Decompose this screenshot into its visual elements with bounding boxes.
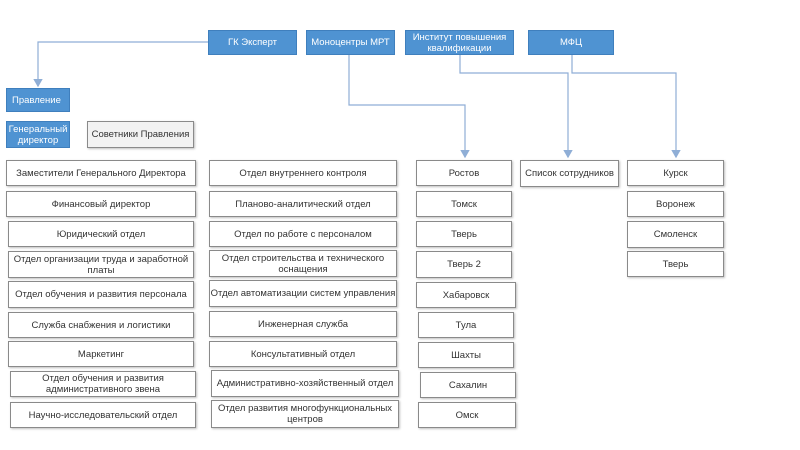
connector-mfc-to-kursk (571, 55, 681, 159)
city-mrt: Сахалин (420, 372, 516, 398)
node-general-director: Генеральный директор (6, 121, 70, 148)
city-mrt: Шахты (418, 342, 514, 368)
city-mrt: Хабаровск (416, 282, 516, 308)
col2-item: Отдел внутреннего контроля (209, 160, 397, 186)
node-institute: Институт повышения квалификации (405, 30, 514, 55)
node-monocenters-mrt: Моноцентры МРТ (306, 30, 395, 55)
city-mfc: Курск (627, 160, 724, 186)
col2-item: Отдел строительства и технического оснащ… (209, 250, 397, 277)
col2-item: Отдел автоматизации систем управления (209, 280, 397, 307)
node-gk-expert: ГК Эксперт (208, 30, 297, 55)
connector-institute-to-staff (459, 55, 573, 159)
col2-item: Отдел по работе с персоналом (209, 221, 397, 247)
city-mrt: Омск (418, 402, 516, 428)
col1-item: Отдел обучения и развития административн… (10, 371, 196, 397)
col2-item: Административно-хозяйственный отдел (211, 370, 399, 397)
col1-item: Отдел обучения и развития персонала (8, 281, 194, 308)
col1-item: Служба снабжения и логистики (8, 312, 194, 338)
col2-item: Отдел развития многофункциональных центр… (211, 400, 399, 428)
col2-item: Консультативный отдел (209, 341, 397, 367)
connector-gk-to-board (33, 41, 208, 88)
col1-item: Научно-исследовательский отдел (10, 402, 196, 428)
city-mrt: Тула (418, 312, 514, 338)
node-board: Правление (6, 88, 70, 112)
city-mfc: Тверь (627, 251, 724, 277)
col1-item: Юридический отдел (8, 221, 194, 247)
city-mfc: Смоленск (627, 221, 724, 248)
col1-item: Заместители Генерального Директора (6, 160, 196, 186)
col1-item: Отдел организации труда и заработной пла… (8, 251, 194, 278)
col2-item: Инженерная служба (209, 311, 397, 337)
city-mfc: Воронеж (627, 191, 724, 217)
city-mrt: Тверь 2 (416, 251, 512, 278)
node-advisors: Советники Правления (87, 121, 194, 148)
col1-item: Финансовый директор (6, 191, 196, 217)
col1-item: Маркетинг (8, 341, 194, 367)
city-mrt: Тверь (416, 221, 512, 247)
col2-item: Планово-аналитический отдел (209, 191, 397, 217)
node-mfc: МФЦ (528, 30, 614, 55)
connector-mrt-to-rostov (348, 55, 470, 159)
city-mrt: Ростов (416, 160, 512, 186)
city-mrt: Томск (416, 191, 512, 217)
node-staff-list: Список сотрудников (520, 160, 619, 187)
